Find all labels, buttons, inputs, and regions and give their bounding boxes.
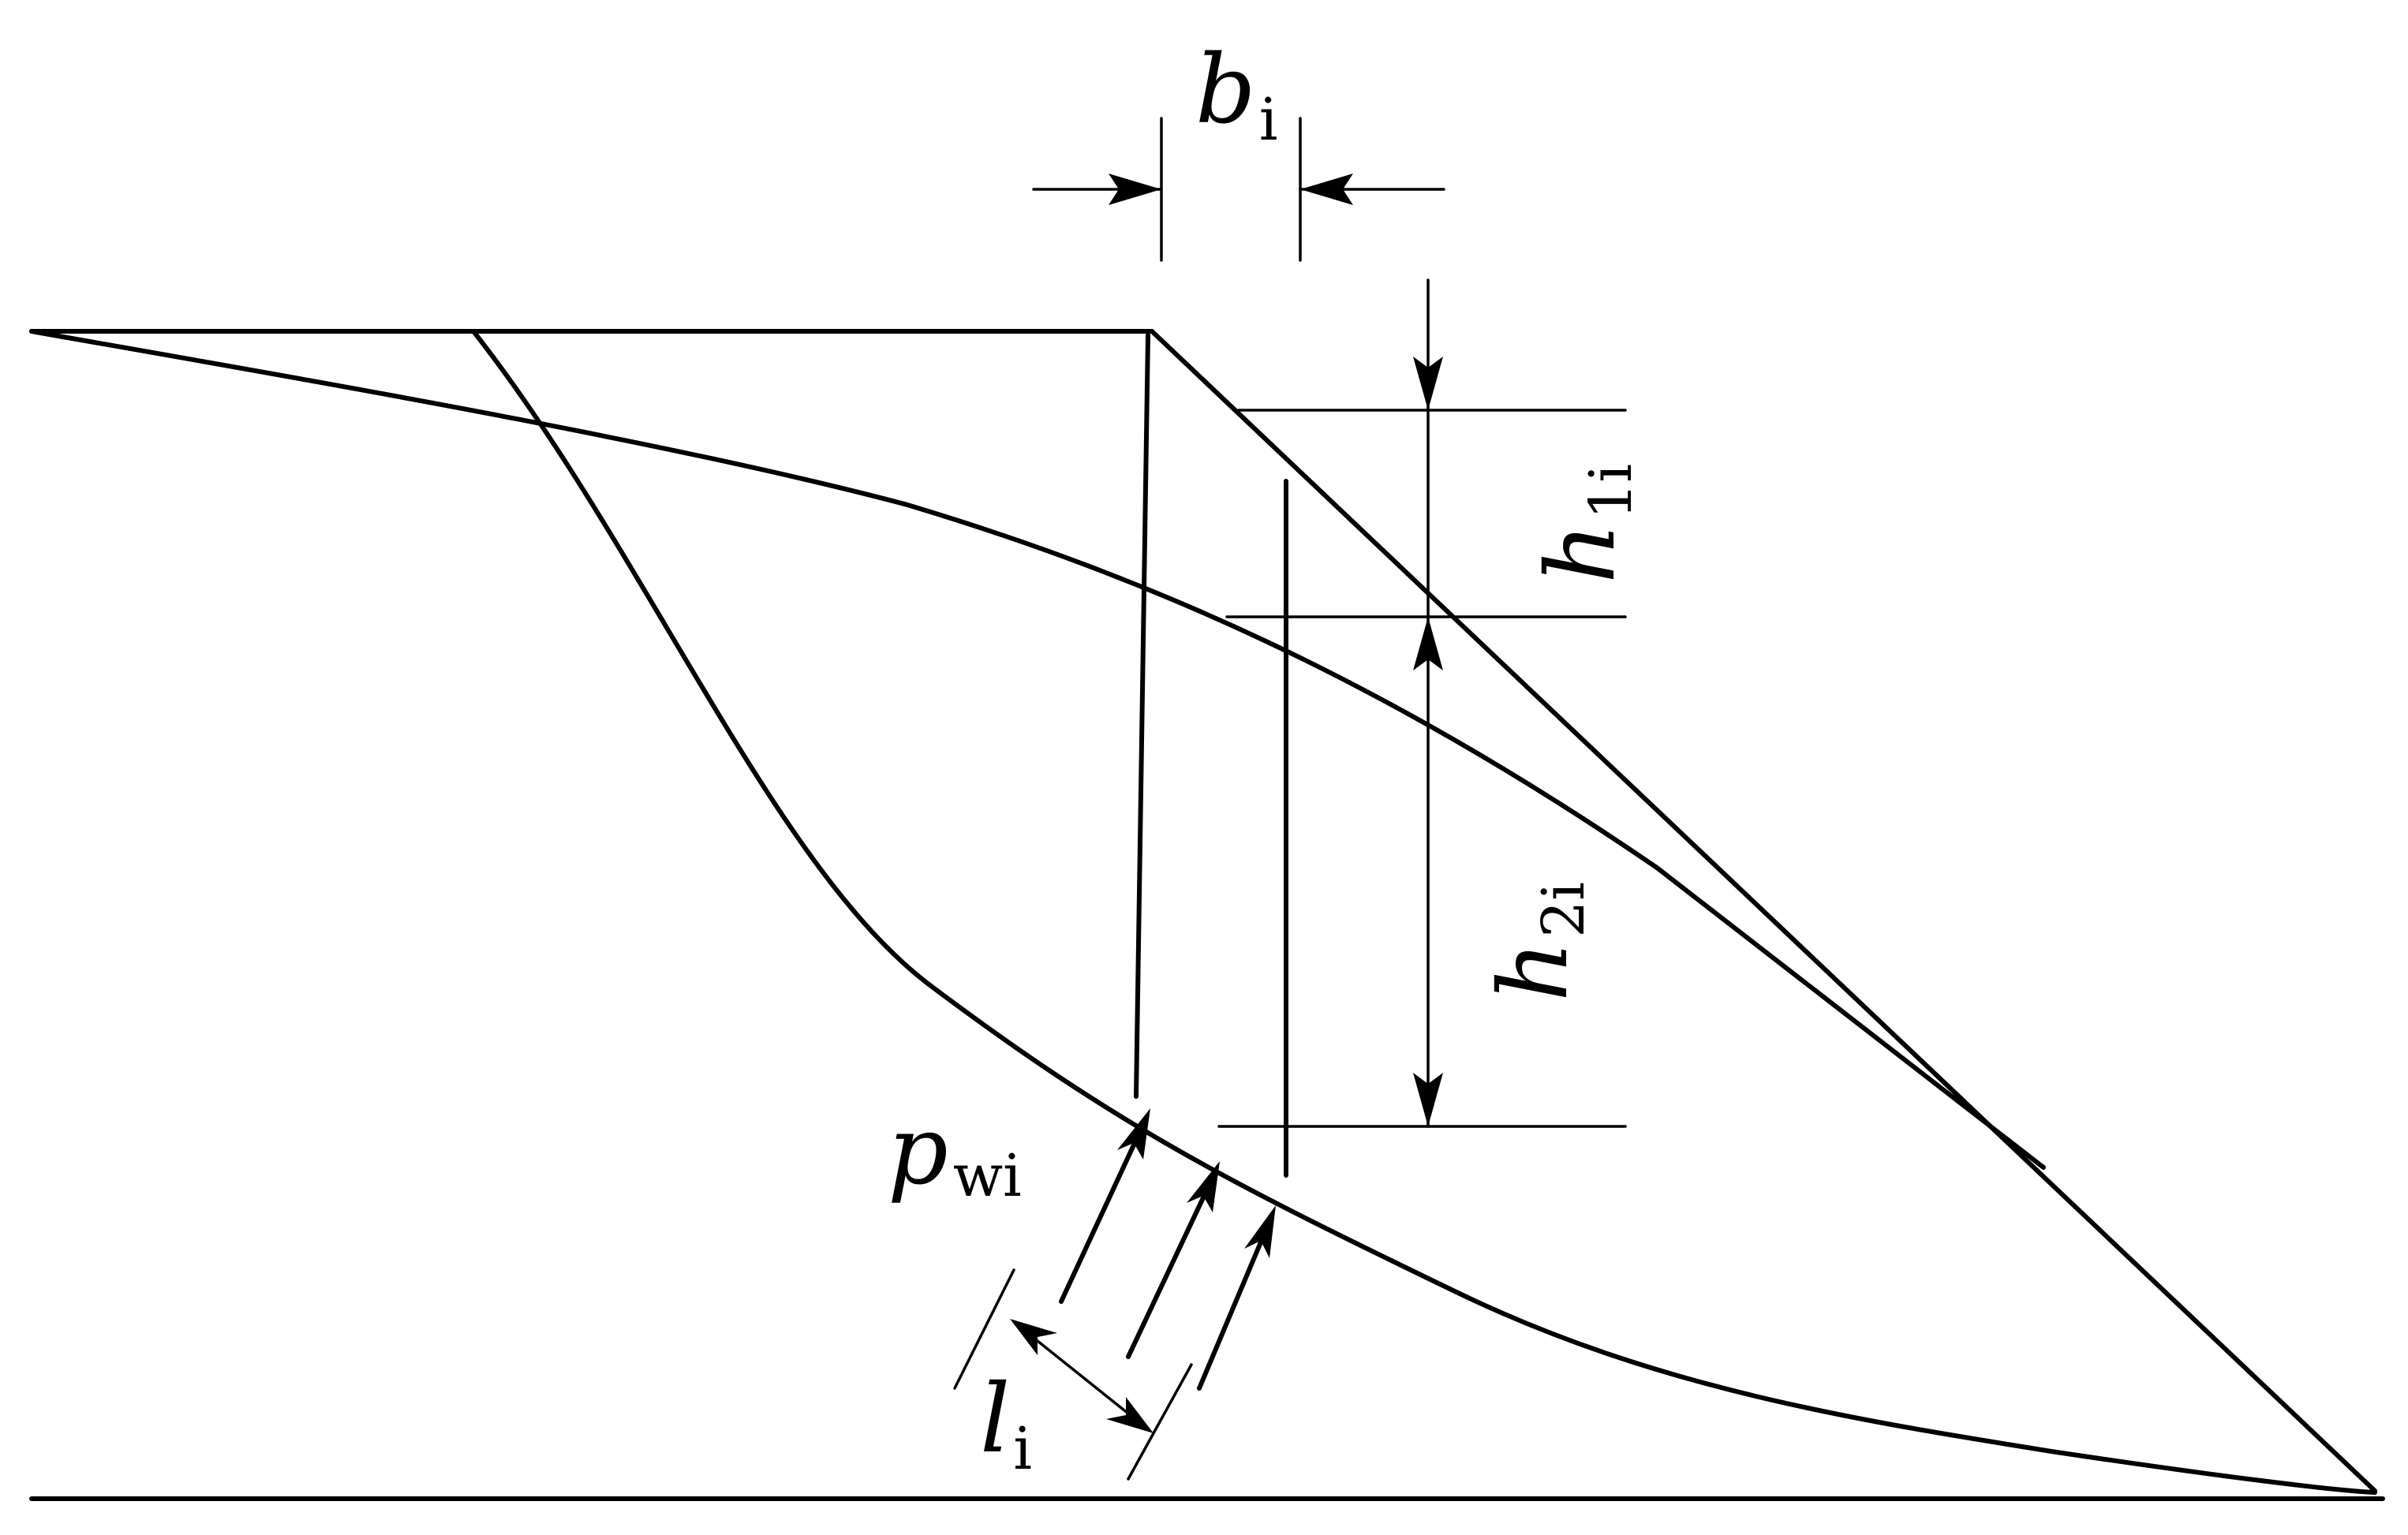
pore-pressure-arrow-3-shaft <box>1197 1236 1265 1391</box>
label-p-wi: pwi <box>888 1096 1022 1210</box>
pore-pressure-arrow-1-head-icon <box>1117 1108 1150 1160</box>
label-b-i: bi <box>1195 35 1278 154</box>
label-l-i: li <box>980 1365 1032 1483</box>
l-dimension-line <box>1016 1324 1146 1428</box>
label-h-1i: h1i <box>1527 464 1645 584</box>
pore-pressure-arrow-2-shaft <box>1126 1190 1208 1359</box>
l-arrow-right-icon <box>1106 1397 1154 1433</box>
svg-text:h1i: h1i <box>1527 464 1645 584</box>
b-arrow-right-icon <box>1300 174 1353 205</box>
svg-text:h2i: h2i <box>1479 882 1598 1002</box>
l-extension-left <box>953 1268 1015 1390</box>
sliding-surface-curve <box>471 329 2377 1495</box>
h1-arrow-down-icon <box>1413 357 1443 410</box>
pore-pressure-arrow-3-head-icon <box>1244 1205 1276 1258</box>
h2-arrow-down-icon <box>1413 1073 1443 1126</box>
label-h-2i: h2i <box>1479 882 1598 1002</box>
l-arrow-left-icon <box>1010 1319 1057 1355</box>
b-arrow-left-icon <box>1109 174 1161 205</box>
pore-pressure-arrow-2-head-icon <box>1187 1161 1220 1212</box>
slice-left-boundary <box>1134 333 1150 1099</box>
pore-pressure-arrow-1-shaft <box>1059 1137 1139 1304</box>
slope-face-line <box>1150 329 2377 1493</box>
l-extension-right <box>1127 1363 1193 1481</box>
h2-arrow-up-icon <box>1413 617 1443 670</box>
phreatic-line <box>29 329 2046 1170</box>
